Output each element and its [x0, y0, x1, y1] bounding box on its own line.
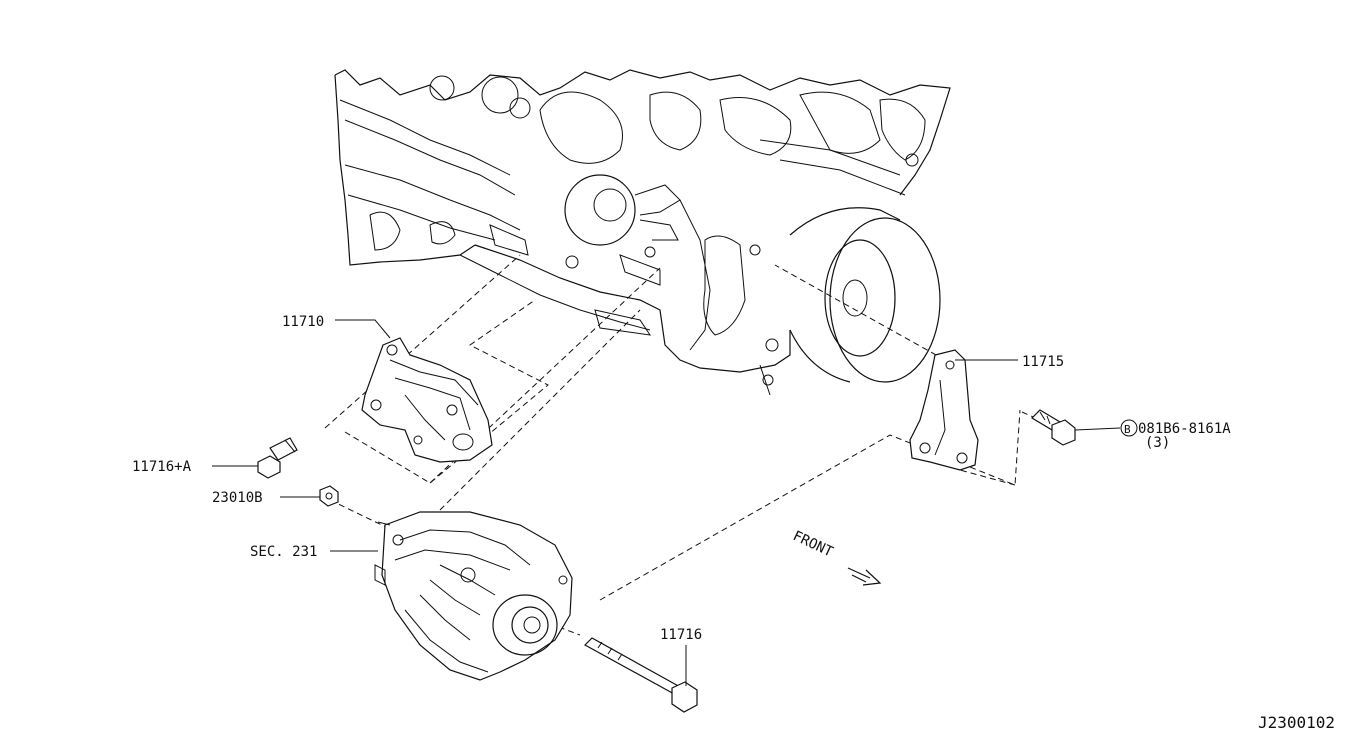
diagram-id: J2300102 [1258, 713, 1335, 732]
callout-bolt-quantity: (3) [1145, 435, 1170, 451]
nut-23010b [319, 485, 339, 507]
callout-11710: 11710 [282, 314, 324, 330]
leader-lines [212, 319, 1121, 686]
alternator-bracket [361, 337, 493, 463]
engine-block-drawing [334, 69, 951, 396]
callout-11716: 11716 [660, 627, 702, 643]
callout-sec-231: SEC. 231 [250, 544, 317, 560]
bolt-081b6 [1031, 409, 1076, 446]
callout-23010b: 23010B [212, 490, 263, 506]
alternator [374, 511, 573, 681]
bolt-prefix-letter: B [1124, 423, 1131, 436]
bolt-11716 [584, 637, 698, 713]
callout-081b6-8161a: 081B6-8161A [1138, 421, 1231, 437]
rear-support-bracket [909, 349, 979, 471]
callout-11715: 11715 [1022, 354, 1064, 370]
callout-11716a: 11716+A [132, 459, 192, 475]
front-direction-arrow [847, 567, 882, 586]
bolt-11716a [257, 437, 298, 479]
bolt-reference-marker: B [1120, 419, 1138, 437]
front-label: FRONT [790, 528, 835, 561]
